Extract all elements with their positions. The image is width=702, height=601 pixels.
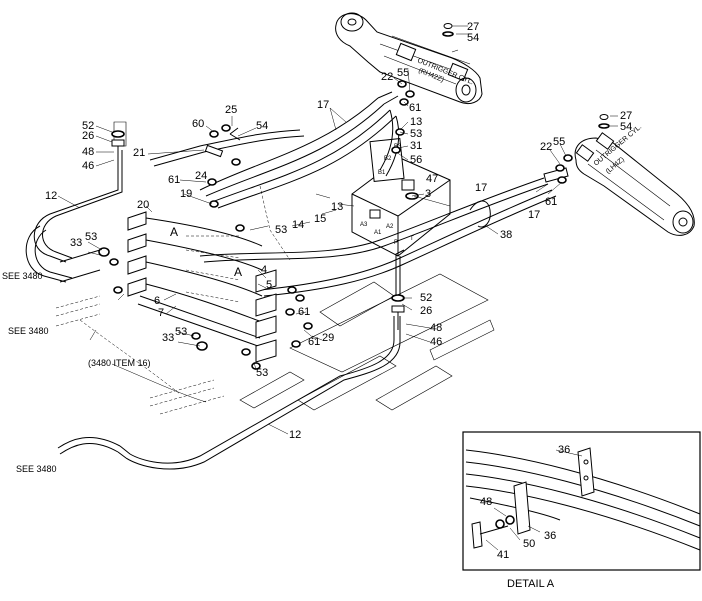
callout-labels: 27 54 22 55 61 17 13 53 31 56 25 60 54 5… xyxy=(45,21,632,441)
outrigger-cylinder-top: OUTRIGGER CYL. (RH42Z) xyxy=(335,12,483,105)
callout-22b: 22 xyxy=(540,141,552,153)
callout-27a: 27 xyxy=(467,21,479,33)
rigid-tubes-left xyxy=(25,121,305,283)
callout-54b: 54 xyxy=(256,120,268,132)
callout-47: 47 xyxy=(426,173,438,185)
callout-60: 60 xyxy=(192,118,204,130)
detail-a-title: DETAIL A xyxy=(507,578,555,590)
callout-36a: 36 xyxy=(558,444,570,456)
callout-33b: 33 xyxy=(162,332,174,344)
callout-53e: 53 xyxy=(256,367,268,379)
callout-33a: 33 xyxy=(70,237,82,249)
callout-38: 38 xyxy=(500,229,512,241)
callout-61d: 61 xyxy=(298,306,310,318)
reference-outlines xyxy=(55,185,495,415)
callout-31: 31 xyxy=(410,140,422,152)
callout-48a: 48 xyxy=(82,146,94,158)
callout-61c: 61 xyxy=(545,196,557,208)
callout-41: 41 xyxy=(497,549,509,561)
callout-55a: 55 xyxy=(397,67,409,79)
callout-13b: 13 xyxy=(331,201,343,213)
callout-7: 7 xyxy=(158,307,164,319)
callout-53c: 53 xyxy=(85,231,97,243)
callout-5: 5 xyxy=(266,279,272,291)
hoses-to-right-cylinder xyxy=(199,167,569,297)
callout-6: 6 xyxy=(154,295,160,307)
callout-61b: 61 xyxy=(168,174,180,186)
callout-53b: 53 xyxy=(275,224,287,236)
callout-17b: 17 xyxy=(475,182,487,194)
item-16-ref: (3480 ITEM 16) xyxy=(88,358,151,368)
callout-61a: 61 xyxy=(409,102,421,114)
rigid-tube-lower xyxy=(57,249,405,470)
callout-20: 20 xyxy=(137,199,149,211)
port-b1: B1 xyxy=(378,170,386,176)
port-b2: B2 xyxy=(384,156,392,162)
callout-17c: 17 xyxy=(528,209,540,221)
callout-12b: 12 xyxy=(289,429,301,441)
callout-52a: 52 xyxy=(82,120,94,132)
fittings-bank xyxy=(127,211,277,363)
callout-25: 25 xyxy=(225,104,237,116)
callout-13a: 13 xyxy=(410,116,422,128)
callout-56: 56 xyxy=(410,154,422,166)
callout-48c: 48 xyxy=(480,496,492,508)
see-3480-ref-2: SEE 3480 xyxy=(8,326,49,336)
callout-17a: 17 xyxy=(317,99,329,111)
port-t: T xyxy=(410,236,414,242)
letter-a-1: A xyxy=(170,225,178,239)
callout-52b: 52 xyxy=(420,292,432,304)
see-3480-ref-1: SEE 3480 xyxy=(2,271,43,281)
callout-27b: 27 xyxy=(620,110,632,122)
letter-a-2: A xyxy=(234,265,242,279)
callout-46a: 46 xyxy=(82,160,94,172)
port-a2: A2 xyxy=(386,224,394,230)
callout-29: 29 xyxy=(322,332,334,344)
callout-53d: 53 xyxy=(175,326,187,338)
reference-notes: SEE 3480 SEE 3480 SEE 3480 (3480 ITEM 16… xyxy=(2,271,151,474)
callout-50: 50 xyxy=(523,538,535,550)
control-valve-block: B1 B2 B3 A1 A2 A3 P T xyxy=(351,137,451,257)
callout-15: 15 xyxy=(314,213,326,225)
callout-54c: 54 xyxy=(620,121,632,133)
callout-12a: 12 xyxy=(45,190,57,202)
callout-61e: 61 xyxy=(308,336,320,348)
callout-22a: 22 xyxy=(381,71,393,83)
callout-19: 19 xyxy=(180,188,192,200)
callout-48b: 48 xyxy=(430,322,442,334)
detail-a-panel: 36 36 48 50 41 DETAIL A xyxy=(462,431,701,590)
callout-26b: 26 xyxy=(420,305,432,317)
callout-53a: 53 xyxy=(410,128,422,140)
port-a1: A1 xyxy=(374,230,382,236)
hoses-to-top-cylinder xyxy=(199,91,400,209)
see-3480-ref-3: SEE 3480 xyxy=(16,464,57,474)
outrigger-cylinder-right: OUTRIGGER CYL. (LH4Z) xyxy=(574,114,695,236)
callout-46b: 46 xyxy=(430,336,442,348)
callout-36b: 36 xyxy=(544,530,556,542)
leader-lines xyxy=(57,25,618,435)
callout-26a: 26 xyxy=(82,130,94,142)
callout-14: 14 xyxy=(292,219,304,231)
callout-3: 3 xyxy=(425,188,431,200)
callout-4: 4 xyxy=(261,264,267,276)
port-a3: A3 xyxy=(360,222,368,228)
callout-54a: 54 xyxy=(467,32,479,44)
port-p: P xyxy=(394,240,398,246)
callout-24: 24 xyxy=(195,170,207,182)
callout-55b: 55 xyxy=(553,136,565,148)
callout-21: 21 xyxy=(133,147,145,159)
